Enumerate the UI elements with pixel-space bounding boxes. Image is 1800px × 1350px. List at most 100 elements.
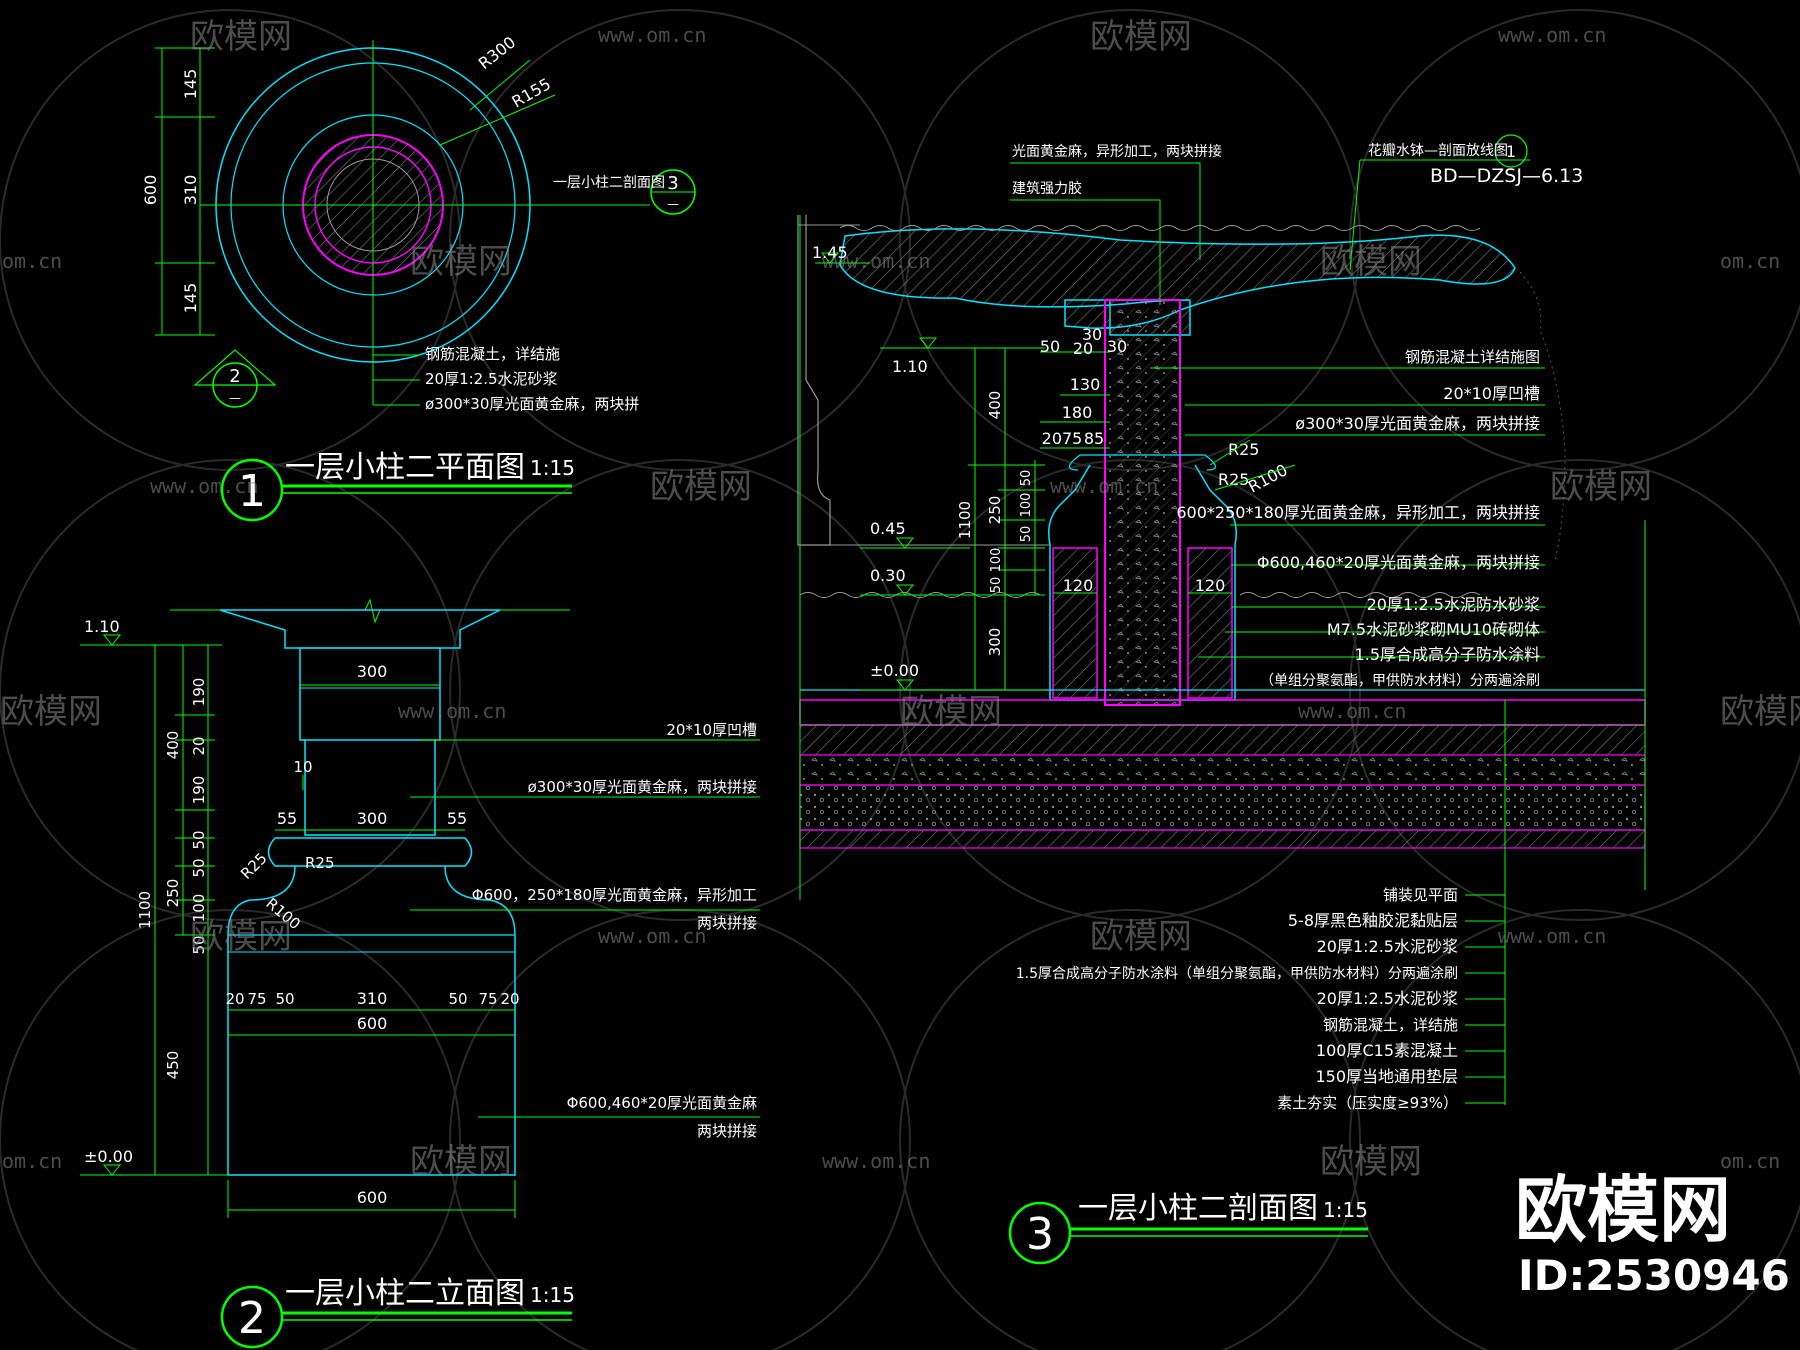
elev-dim-190b: 190 xyxy=(190,776,208,805)
watermark-text: 欧模网 www.om.cn 欧模网 www.om.cn om.cn 欧模网 ww… xyxy=(0,17,1800,1182)
elev-dim-50a: 50 xyxy=(190,830,208,849)
elev-note-3: Φ600，250*180厚光面黄金麻，异形加工 xyxy=(472,886,757,904)
sec-bottom-note-7: 100厚C15素混凝土 xyxy=(1316,1041,1458,1060)
sec-bottom-note-9: 素土夯实（压实度≥93%） xyxy=(1277,1094,1458,1112)
plan-dim-145a: 145 xyxy=(181,69,200,100)
elev-dim-50b: 50 xyxy=(190,858,208,877)
wm-url-2: www.om.cn xyxy=(1498,23,1606,47)
elev-dim-190a: 190 xyxy=(190,678,208,707)
sec-dim-50b: 50 xyxy=(1019,526,1034,543)
plan-scale: 1:15 xyxy=(530,456,575,480)
wm-url-13: www.om.cn xyxy=(822,1149,930,1173)
sec-bottom-note-8: 150厚当地通用垫层 xyxy=(1315,1067,1458,1086)
section-bowl xyxy=(839,228,1516,336)
sec-scale: 1:15 xyxy=(1323,1198,1368,1222)
plan-note-3: ø300*30厚光面黄金麻，两块拼 xyxy=(425,395,639,413)
elev-note-6: 两块拼接 xyxy=(697,1122,757,1140)
sec-dim-50: 50 xyxy=(1040,337,1060,356)
plan-radius-r300: R300 xyxy=(475,33,520,74)
plan-title-bubble xyxy=(220,458,284,522)
plan-elev-ref-num: 2 xyxy=(229,366,240,387)
sec-dim-30a: 30 xyxy=(1082,325,1102,344)
elevation-view: 1.10 ±0.00 190 20 190 50 50 100 50 400 2… xyxy=(80,598,760,1349)
wm-brand-7: 欧模网 xyxy=(0,692,102,732)
wm-brand-11: 欧模网 xyxy=(1090,917,1192,957)
sec-bottom-note-5: 20厚1:2.5水泥砂浆 xyxy=(1317,989,1458,1008)
wm-brand-12: 欧模网 xyxy=(410,1142,512,1182)
elev-note-4: 两块拼接 xyxy=(697,914,757,932)
sec-right-note-6: 20厚1:2.5水泥防水砂浆 xyxy=(1367,595,1540,614)
corner-id: ID:2530946 xyxy=(1518,1251,1790,1300)
elev-scale: 1:15 xyxy=(530,1283,575,1307)
wm-url-9: www.om.cn xyxy=(1298,699,1406,723)
elev-dim-400: 400 xyxy=(164,731,182,760)
wm-url-4: www.om.cn xyxy=(822,249,930,273)
elev-dim-w55a: 55 xyxy=(277,809,297,828)
sec-dim-180: 180 xyxy=(1062,403,1093,422)
sec-bottom-note-3: 20厚1:2.5水泥砂浆 xyxy=(1317,937,1458,956)
elev-dim-450: 450 xyxy=(164,1051,182,1080)
elev-dim-w50a: 50 xyxy=(275,990,294,1008)
elev-cap xyxy=(219,609,501,649)
sec-dim-50a: 50 xyxy=(1019,470,1034,487)
wm-brand-9: 欧模网 xyxy=(1720,692,1800,732)
elev-title-number: 2 xyxy=(238,1293,266,1344)
elev-dim-w55b: 55 xyxy=(447,809,467,828)
sec-bottom-note-1: 铺装见平面 xyxy=(1383,886,1458,904)
sec-ref-bubble xyxy=(1494,134,1528,168)
wm-url-10: www.om.cn xyxy=(598,924,706,948)
plan-view: 145 310 145 600 R300 R155 一层小柱二剖面图 3 — 2… xyxy=(141,33,696,522)
elev-dim-w600b: 600 xyxy=(357,1188,388,1207)
wm-url-12: om.cn xyxy=(2,1149,62,1173)
sec-dim-300: 300 xyxy=(986,628,1004,657)
wm-brand-5: 欧模网 xyxy=(650,467,752,507)
sec-right-note-5: Φ600,460*20厚光面黄金麻，两块拼接 xyxy=(1257,553,1540,572)
elev-dim-w310: 310 xyxy=(357,989,388,1008)
elev-dim-w75a: 75 xyxy=(247,990,266,1008)
sec-dim-50c: 50 xyxy=(989,577,1004,594)
wm-url-11: www.om.cn xyxy=(1498,924,1606,948)
sec-ref-label: 花瓣水钵—剖面放线图 xyxy=(1368,143,1508,159)
sec-right-note-3: ø300*30厚光面黄金麻，两块拼接 xyxy=(1295,414,1540,433)
sec-radius-r25b: R25 xyxy=(1218,470,1249,489)
elev-collar xyxy=(267,837,473,867)
sec-right-note-9: （单组分聚氨酯，甲供防水材料）分两遍涂刷 xyxy=(1260,673,1540,689)
elev-dim-w10: 10 xyxy=(293,758,312,776)
elev-dim-w50b: 50 xyxy=(448,990,467,1008)
sec-ref-code: BD—DZSJ—6.13 xyxy=(1430,165,1583,187)
plan-title-number: 1 xyxy=(238,466,266,517)
sec-dim-120a: 120 xyxy=(1063,576,1094,595)
elev-note-5: Φ600,460*20厚光面黄金麻 xyxy=(567,1094,757,1112)
elev-dim-20: 20 xyxy=(190,736,208,755)
wm-brand-8: 欧模网 xyxy=(900,692,1002,732)
sec-right-note-1: 钢筋混凝土详结施图 xyxy=(1405,348,1540,366)
sec-ref-num: 1 xyxy=(1506,142,1516,161)
sec-right-note-4: 600*250*180厚光面黄金麻，异形加工，两块拼接 xyxy=(1176,503,1540,522)
sec-right-note-7: M7.5水泥砂浆砌MU10砖砌体 xyxy=(1327,620,1540,639)
plan-elev-ref-sub: — xyxy=(229,391,241,405)
sec-radius-r25a: R25 xyxy=(1228,440,1259,459)
plan-note-2: 20厚1:2.5水泥砂浆 xyxy=(425,370,558,388)
plan-section-ref-num: 3 xyxy=(667,173,678,194)
sec-dim-100b: 100 xyxy=(989,548,1004,573)
sec-dim-30b: 30 xyxy=(1107,337,1127,356)
wm-url-6: www.om.cn xyxy=(150,474,258,498)
sec-title: 一层小柱二剖面图 xyxy=(1078,1191,1318,1226)
elev-level-zero: ±0.00 xyxy=(84,1147,133,1166)
elev-shaft-lower xyxy=(304,740,436,836)
corner-brand: 欧模网 ID:2530946 xyxy=(1515,1168,1790,1300)
sec-title-bubble xyxy=(1008,1201,1072,1265)
sec-title-number: 3 xyxy=(1026,1209,1054,1260)
elev-title-bubble xyxy=(220,1285,284,1349)
elev-title: 一层小柱二立面图 xyxy=(285,1276,525,1311)
sec-dim-120b: 120 xyxy=(1195,576,1226,595)
sec-level-000: ±0.00 xyxy=(870,661,919,680)
elev-dim-w75b: 75 xyxy=(478,990,497,1008)
plan-note-1: 钢筋混凝土，详结施 xyxy=(425,345,560,363)
elev-radius-r25a: R25 xyxy=(237,849,271,883)
sec-level-030: 0.30 xyxy=(870,566,906,585)
sec-dim-130: 130 xyxy=(1070,375,1101,394)
sec-dim-85: 85 xyxy=(1084,429,1104,448)
wm-brand-2: 欧模网 xyxy=(1090,17,1192,57)
sec-dim-100a: 100 xyxy=(1019,493,1034,518)
